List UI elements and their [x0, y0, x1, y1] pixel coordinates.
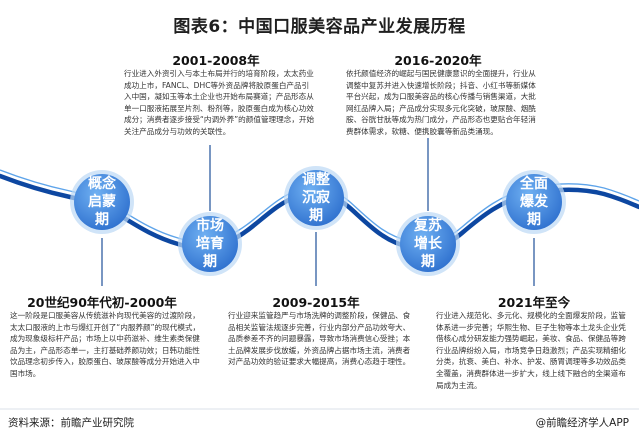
- stage-node-s4: 复苏 增长 期: [396, 212, 460, 276]
- stage-period-s5: 2021年至今: [497, 295, 571, 310]
- svg-text:培育: 培育: [196, 235, 224, 252]
- stage-node-s3: 调整 沉寂 期: [284, 166, 348, 230]
- svg-text:启蒙: 启蒙: [88, 193, 116, 210]
- svg-text:期: 期: [527, 212, 541, 228]
- svg-text:期: 期: [203, 254, 217, 270]
- svg-text:增长: 增长: [414, 235, 443, 252]
- stage-period-s2: 2001-2008年: [172, 53, 260, 68]
- stage-node-s5: 全面 爆发 期: [502, 170, 566, 234]
- source-note: 资料来源：前瞻产业研究院: [8, 417, 134, 429]
- stage-description-s2: 行业进入外资引入与本土布局并行的培育阶段，太太药业成功上市，FANCL、DHC等…: [124, 69, 315, 136]
- stage-node-s1: 概念 启蒙 期: [70, 170, 134, 234]
- svg-text:调整: 调整: [302, 171, 331, 188]
- svg-text:爆发: 爆发: [520, 193, 549, 210]
- stage-period-s3: 2009-2015年: [272, 295, 360, 310]
- page-title: 图表6：中国口服美容品产业发展历程: [173, 17, 466, 37]
- svg-text:沉寂: 沉寂: [302, 189, 331, 206]
- stage-period-s1: 20世纪90年代初-2000年: [27, 295, 177, 310]
- stage-description-s3: 行业迎来监管趋严与市场洗牌的调整阶段，保健品、食品相关监管法规逐步完善，行业内部…: [228, 311, 411, 367]
- svg-text:期: 期: [95, 212, 109, 228]
- svg-text:复苏: 复苏: [413, 217, 442, 234]
- stage-period-s4: 2016-2020年: [394, 53, 482, 68]
- svg-text:全面: 全面: [519, 175, 548, 192]
- svg-text:期: 期: [309, 208, 323, 224]
- stage-node-s2: 市场 培育 期: [178, 212, 242, 276]
- stage-description-s1: 这一阶段是口服美容从传统滋补向现代美容的过渡阶段，太太口服液的上市与爆红开创了“…: [10, 311, 201, 378]
- stage-description-s5: 行业进入规范化、多元化、规模化的全面爆发阶段，监管体系进一步完善；华熙生物、巨子…: [436, 311, 626, 390]
- svg-text:概念: 概念: [88, 175, 117, 192]
- brand-credit: @前瞻经济学人APP: [535, 417, 629, 429]
- svg-text:期: 期: [421, 254, 435, 270]
- stage-description-s4: 依托颜值经济的崛起与国民健康意识的全面提升，行业从调整中复苏并进入快速增长阶段；…: [346, 69, 536, 136]
- svg-text:市场: 市场: [196, 217, 224, 234]
